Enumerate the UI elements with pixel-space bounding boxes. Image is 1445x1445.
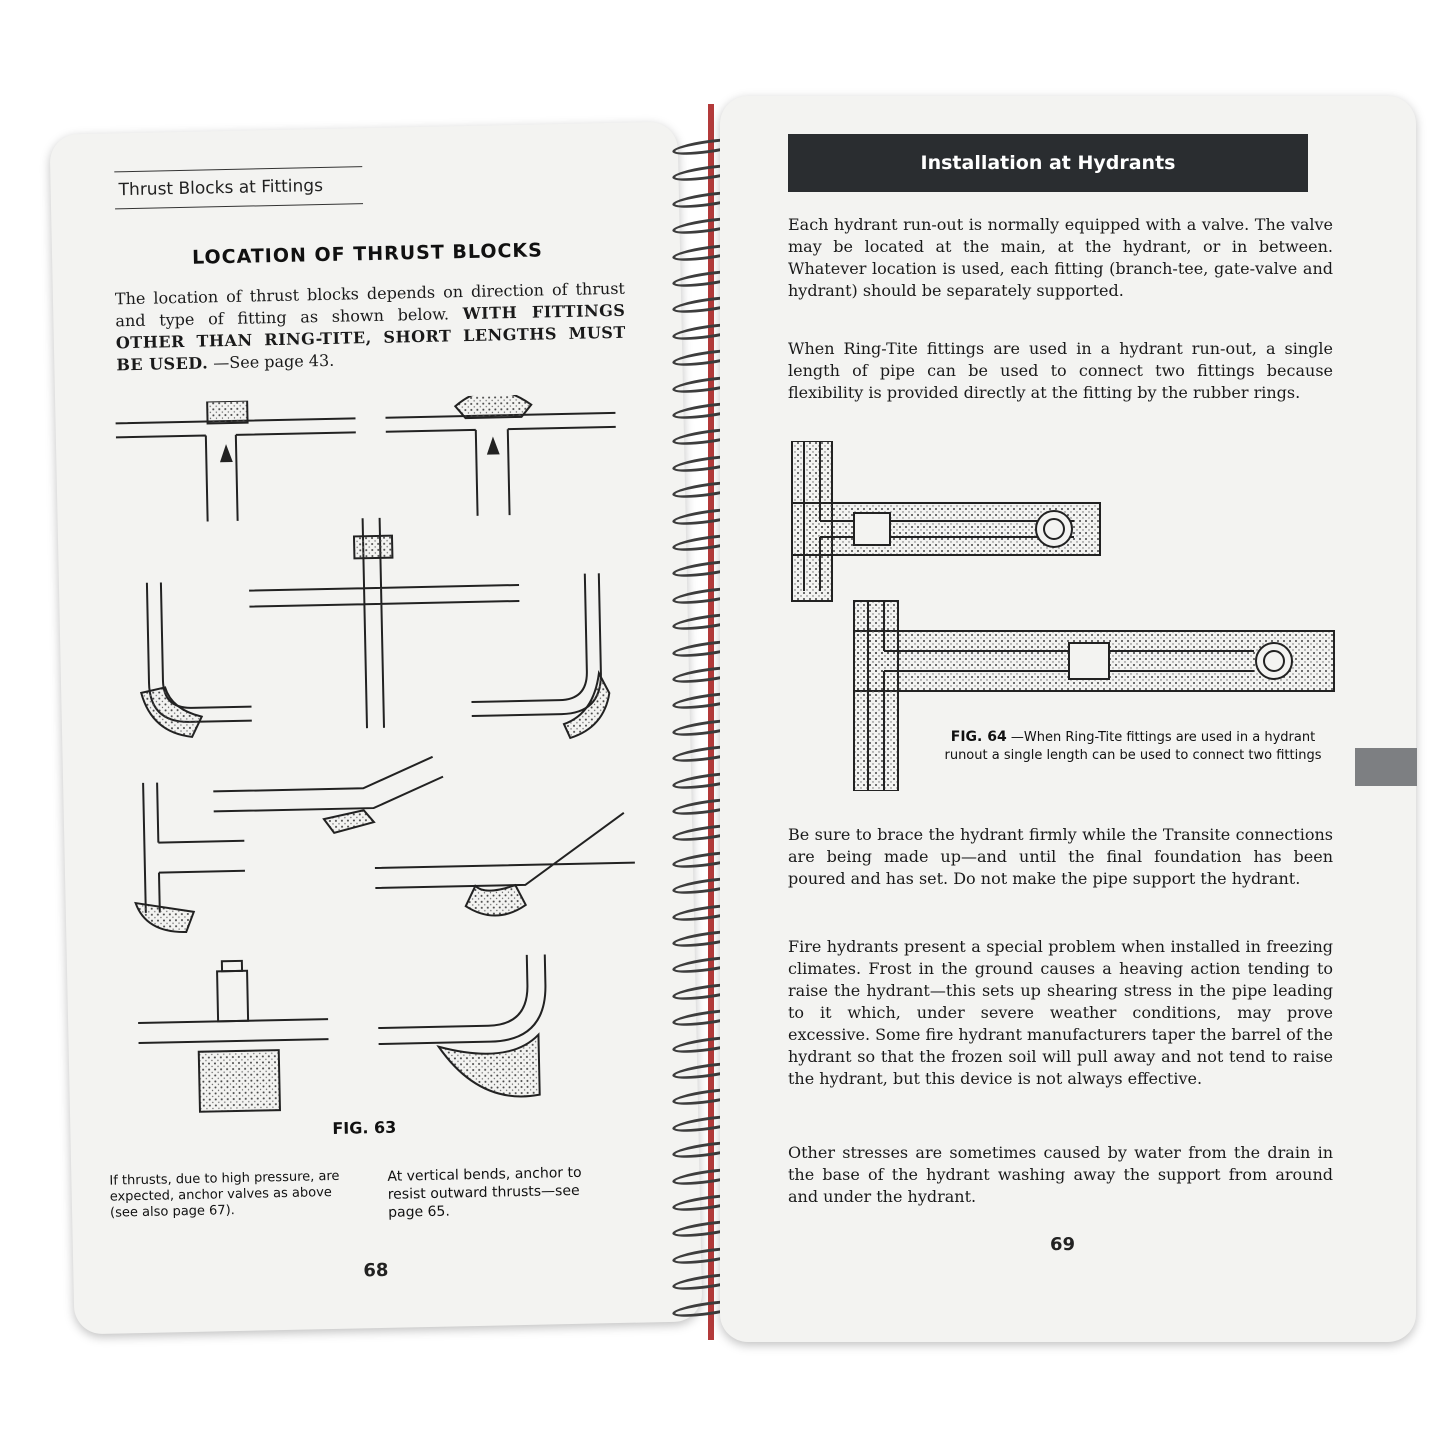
paragraph-ring-tite: When Ring-Tite fittings are used in a hy… bbox=[788, 339, 1333, 402]
intro-reference: —See page 43. bbox=[207, 350, 335, 373]
paragraph-brace-hydrant: Be sure to brace the hydrant firmly whil… bbox=[788, 825, 1333, 888]
figure-64-caption: FIG. 64 —When Ring-Tite fittings are use… bbox=[938, 728, 1328, 765]
page-number-left: 68 bbox=[363, 1259, 389, 1282]
vertical-bend bbox=[378, 954, 547, 1098]
section-tab bbox=[1355, 748, 1417, 786]
hydrant-runout-illustration bbox=[791, 441, 1335, 791]
page-title: LOCATION OF THRUST BLOCKS bbox=[191, 239, 544, 269]
tee-bottom-left bbox=[134, 782, 245, 934]
elbow-right bbox=[471, 573, 611, 740]
tee-thrust-block-2 bbox=[385, 392, 616, 516]
figure-63-label: FIG. 63 bbox=[332, 1117, 397, 1138]
section-header: Thrust Blocks at Fittings bbox=[114, 166, 364, 210]
left-page: Thrust Blocks at Fittings LOCATION OF TH… bbox=[49, 121, 703, 1335]
caption-valves: If thrusts, due to high pressure, are ex… bbox=[109, 1168, 340, 1221]
wye-fitting bbox=[213, 755, 444, 835]
right-page: Installation at Hydrants Each hydrant ru… bbox=[720, 96, 1416, 1342]
wye-bottom-right bbox=[374, 812, 635, 917]
figure-64-text: —When Ring-Tite fittings are used in a h… bbox=[944, 730, 1322, 763]
header-bar: Installation at Hydrants bbox=[788, 134, 1308, 192]
figure-64-label: FIG. 64 bbox=[950, 729, 1007, 745]
cross-fitting bbox=[249, 517, 520, 729]
thrust-block-illustrations bbox=[115, 392, 635, 1113]
book-spine bbox=[708, 104, 714, 1340]
anchored-valve bbox=[138, 959, 329, 1113]
intro-paragraph: The location of thrust blocks depends on… bbox=[115, 278, 627, 377]
paragraph-freezing-climates: Fire hydrants present a special problem … bbox=[788, 937, 1333, 1088]
page-number-right: 69 bbox=[1050, 1234, 1076, 1255]
tee-thrust-block-1 bbox=[115, 399, 356, 522]
caption-vertical-bends: At vertical bends, anchor to resist outw… bbox=[387, 1164, 582, 1221]
paragraph-other-stresses: Other stresses are sometimes caused by w… bbox=[788, 1143, 1333, 1206]
elbow-left bbox=[139, 582, 252, 738]
paragraph-runout-valve: Each hydrant run-out is normally equippe… bbox=[788, 215, 1333, 300]
